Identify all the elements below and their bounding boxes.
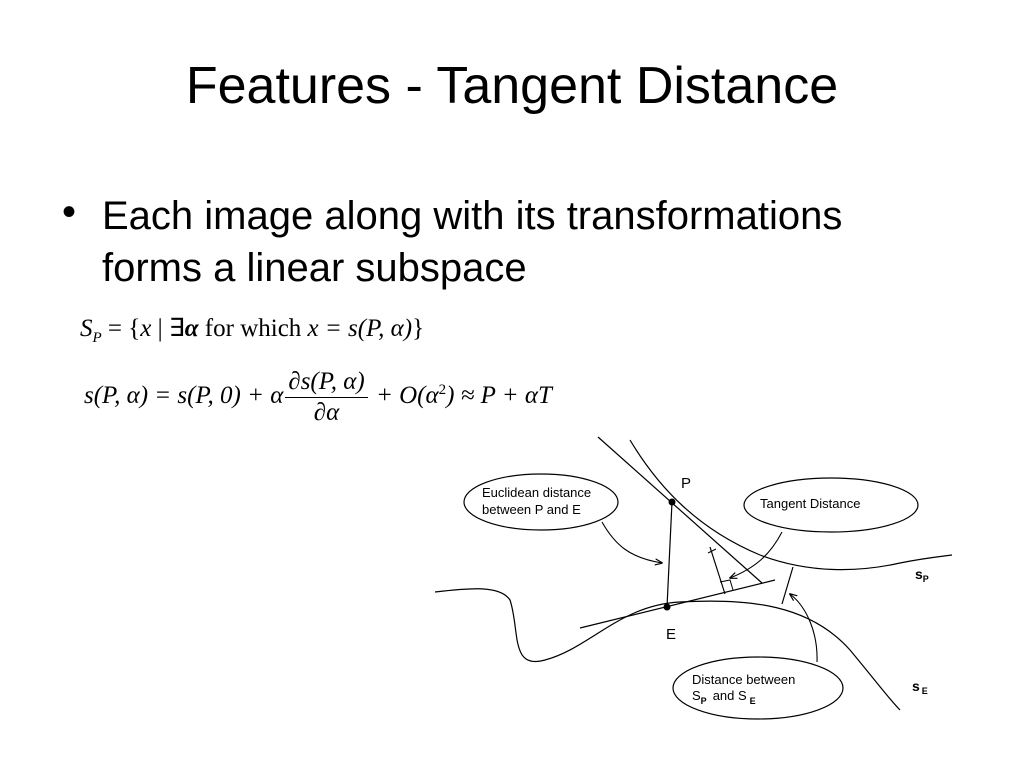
callout-tangent-arrow <box>730 531 783 578</box>
eq2-square: 2 <box>438 381 447 398</box>
tangent-line-e <box>579 579 776 629</box>
eq2-lhs: s(P, α) = s(P, 0) + α <box>84 382 284 410</box>
callout-tangent-bubble <box>743 477 919 533</box>
callout-manifold-arrow <box>790 594 818 663</box>
manifold-curve-sp <box>629 439 953 571</box>
eq1-s: S <box>80 315 93 342</box>
callout-manifold-line-1: Distance between <box>692 672 795 687</box>
point-e-dot <box>663 603 671 611</box>
label-sp: sP <box>915 566 929 584</box>
bullet-marker: • <box>62 190 77 234</box>
point-p-label: P <box>681 475 691 492</box>
point-p-dot <box>668 498 676 506</box>
eq1-sub: P <box>92 330 102 346</box>
eq1-close: } <box>412 315 425 342</box>
callout-euclidean-arrow <box>601 521 662 563</box>
callout-euclidean-bubble <box>463 473 619 531</box>
callout-euclidean-line-1: Euclidean distance <box>482 485 591 500</box>
callout-manifold-bubble <box>672 656 844 720</box>
eq1-x: x <box>140 315 152 342</box>
right-angle-marker <box>719 579 734 591</box>
bullet-line-2: forms a linear subspace <box>102 246 527 290</box>
euclidean-segment <box>666 501 673 608</box>
tangent-line-p <box>597 436 763 584</box>
eq1-part3: for which <box>198 315 308 342</box>
eq1-part1: = { <box>101 315 141 342</box>
slide-title: Features - Tangent Distance <box>185 57 839 115</box>
bullet-line-1: Each image along with its transformation… <box>102 194 843 238</box>
callout-tangent-label: Tangent Distance <box>760 496 860 511</box>
equation-taylor-expansion: s(P, α) = s(P, 0) + α∂s(P, α)∂α + O(α2) … <box>84 368 552 438</box>
equation-subspace-definition: SP = {x | ∃α for which x = s(P, α)} <box>80 313 424 347</box>
eq1-alpha: α <box>184 315 199 342</box>
eq2-rhs-a: + O(α <box>369 382 439 410</box>
eq1-part2: | ∃ <box>151 315 185 342</box>
point-e-label: E <box>666 626 676 643</box>
eq2-fraction: ∂s(P, α)∂α <box>285 368 368 427</box>
eq2-numerator: ∂s(P, α) <box>285 368 368 398</box>
eq1-rhs: x = s(P, α) <box>307 315 413 342</box>
bullet-text: Each image along with its transformation… <box>102 190 972 294</box>
callout-euclidean-line-2: between P and E <box>482 502 581 517</box>
manifold-distance-segment <box>781 566 794 605</box>
eq2-rhs-b: ) ≈ P + αT <box>446 382 552 410</box>
tangent-distance-segment <box>709 546 726 595</box>
manifold-curve-se <box>434 588 901 711</box>
segment-tick-mark <box>707 548 717 554</box>
eq2-denominator: ∂α <box>313 399 340 426</box>
